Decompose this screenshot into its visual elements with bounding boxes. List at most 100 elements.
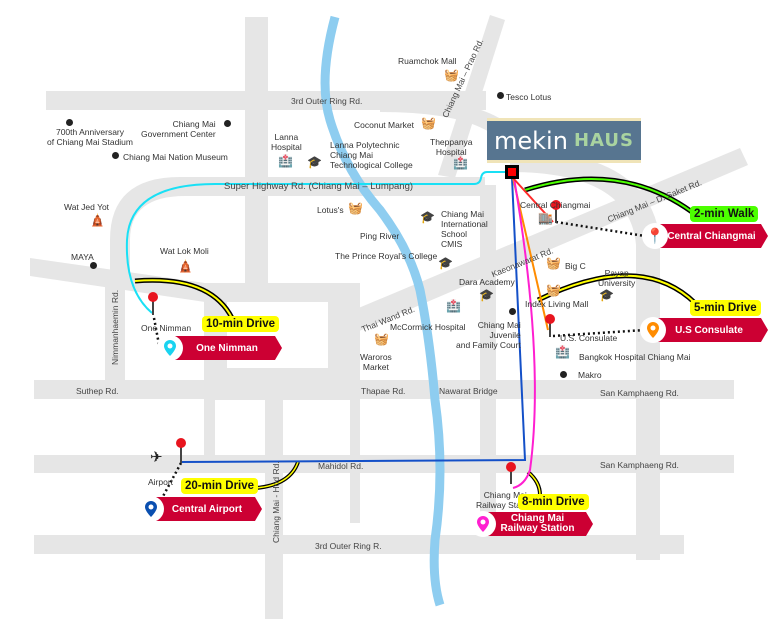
graduation-cap-icon: 🎓: [307, 155, 322, 169]
place-label: Dara Academy: [459, 277, 515, 287]
place-label: Lotus's: [317, 205, 344, 215]
shopping-basket-icon: 🧺: [444, 68, 459, 82]
destination-label: One Nimman: [196, 342, 258, 354]
destination-one-nimman[interactable]: One Nimman: [172, 336, 282, 360]
road-outer-ring-bottom: [34, 535, 684, 554]
duration-badge-railway-station: 8-min Drive: [518, 494, 589, 510]
destination-central-airport[interactable]: Central Airport: [152, 497, 262, 521]
place-label: Wat Lok Moli: [160, 246, 209, 256]
road-vertical-north: [245, 17, 268, 287]
location-pin-icon: [470, 511, 496, 537]
road-nimmanhaemin: [105, 280, 125, 390]
route-central-chiangmai: [512, 177, 554, 223]
duration-arcs: [134, 176, 697, 496]
dotted-connectors: [152, 220, 646, 501]
place-label: Ping River: [360, 231, 400, 241]
place-label: One Nimman: [141, 323, 192, 333]
destination-label: Central Airport: [171, 503, 243, 515]
routes: [125, 171, 554, 489]
place-dot: [560, 371, 567, 378]
road-super-highway: [110, 177, 485, 290]
road-label: Suthep Rd.: [76, 386, 119, 396]
road-east-ring: [510, 150, 660, 560]
place-label: Bangkok Hospital Chiang Mai: [579, 352, 691, 362]
place-label: Payap University: [598, 268, 636, 288]
logo-text-haus: HAUS: [573, 130, 634, 151]
hospital-icon: 🏥: [278, 154, 293, 168]
shopping-basket-icon: 🧺: [374, 332, 389, 346]
road-label: San Kamphaeng Rd.: [600, 460, 679, 470]
road-old-city-south: [204, 400, 215, 460]
temple-icon: 🛕: [90, 213, 105, 227]
destination-railway-station[interactable]: Chiang Mai Railway Station: [482, 512, 593, 536]
place-dot: [90, 262, 97, 269]
road-middle-vertical: [350, 283, 360, 523]
place-dot: [497, 92, 504, 99]
road-hod: [265, 400, 283, 619]
place-label: Waroros Market: [360, 352, 392, 372]
place-label: Theppanya Hospital: [430, 137, 473, 157]
place-label: Ruamchok Mall: [398, 56, 457, 66]
pin-airport: [176, 438, 186, 463]
graduation-cap-icon: 🎓: [438, 256, 453, 270]
duration-badge-central-chiangmai: 2-min Walk: [690, 206, 759, 222]
route-railway: [512, 177, 536, 489]
hospital-icon: 🏥: [446, 299, 461, 313]
route-one-nimman: [125, 171, 512, 314]
duration-badge-one-nimman: 10-min Drive: [202, 316, 280, 332]
road-label: Nimmanhaemin Rd.: [110, 289, 120, 365]
place-label: Chiang Mai International School CMIS: [441, 209, 488, 249]
graduation-cap-icon: 🎓: [479, 288, 494, 302]
ping-river: [320, 15, 445, 607]
road-kaeonawarat: [330, 148, 748, 340]
place-label: Lanna Polytechnic Chiang Mai Technologic…: [330, 140, 413, 170]
place-label: Chiang Mai Juvenile and Family Court: [456, 320, 521, 350]
shopping-basket-icon: 🧺: [421, 116, 436, 130]
place-dot: [509, 308, 516, 315]
logo-text-mekin: mekin: [494, 126, 568, 155]
place-label: Wat Jed Yot: [64, 202, 110, 212]
road-north-curve: [380, 99, 510, 140]
destination-central-chiangmai[interactable]: Central Chiangmai: [655, 224, 768, 248]
route-airport: [179, 177, 527, 463]
place-label: The Prince Royal's College: [335, 251, 438, 261]
place-dot: [224, 120, 231, 127]
old-city-inner: [223, 298, 332, 372]
road-label: Chiang Mai - Hod Rd.: [271, 461, 281, 543]
hospital-icon: 🏥: [555, 345, 570, 359]
pin-railway: [506, 462, 516, 484]
place-dot: [66, 119, 73, 126]
pin-central-chiangmai: [551, 200, 561, 223]
place-label: Big C: [565, 261, 586, 271]
destination-label: Chiang Mai Railway Station: [500, 513, 575, 534]
duration-badge-us-consulate: 5-min Drive: [690, 300, 761, 316]
graduation-cap-icon: 🎓: [420, 210, 435, 224]
destination-us-consulate[interactable]: U.S Consulate: [650, 318, 768, 342]
road-prao: [438, 15, 505, 178]
place-label: MAYA: [71, 252, 94, 262]
road-label: 3rd Outer Ring Rd.: [291, 96, 363, 106]
destination-label: Central Chiangmai: [667, 230, 756, 242]
place-label: 700th Anniversary of Chiang Mai Stadium: [47, 127, 133, 147]
map-pins: [148, 200, 561, 484]
airplane-icon: ✈: [150, 449, 163, 466]
road-label: Mahidol Rd.: [318, 461, 364, 471]
location-pin-icon: 📍: [642, 223, 668, 249]
place-label: Airport: [148, 477, 174, 487]
place-label: U.S. Consulate: [560, 333, 618, 343]
place-label: Tesco Lotus: [506, 92, 552, 102]
mekinhaus-logo: mekin HAUS: [487, 118, 641, 163]
road-label: Nawarat Bridge: [439, 386, 498, 396]
place-dot: [112, 152, 119, 159]
place-label: Index Living Mall: [525, 299, 589, 309]
location-pin-icon: [640, 317, 666, 343]
place-label: Chiang Mai Nation Museum: [123, 152, 228, 162]
shopping-mall-icon: 🏬: [538, 211, 553, 225]
road-label: San Kamphaeng Rd.: [600, 388, 679, 398]
hospital-icon: 🏥: [453, 156, 468, 170]
shopping-basket-icon: 🧺: [348, 201, 363, 215]
duration-badge-central-airport: 20-min Drive: [181, 478, 259, 494]
shopping-basket-icon: 🧺: [546, 283, 561, 297]
